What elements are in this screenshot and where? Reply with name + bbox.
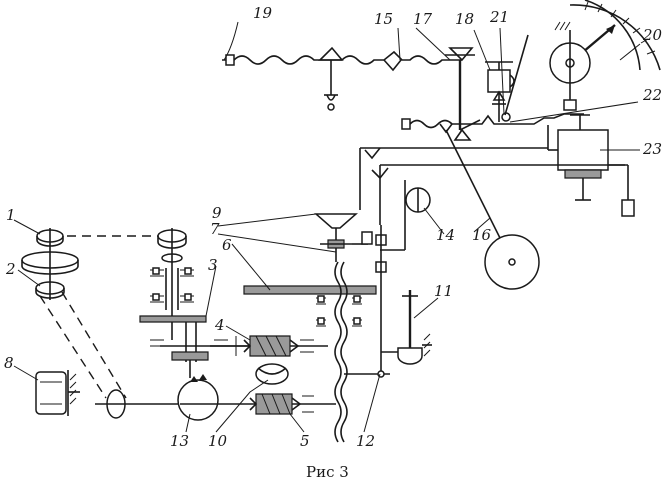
label-16: 16 <box>472 226 492 244</box>
label-21: 21 <box>489 8 509 26</box>
label-9: 9 <box>212 204 222 222</box>
label-5: 5 <box>300 432 310 450</box>
label-3: 3 <box>208 256 218 274</box>
lever-11 <box>397 290 432 365</box>
device-23 <box>547 114 635 217</box>
gauge-20 <box>549 0 661 111</box>
label-14: 14 <box>436 226 455 244</box>
couplings <box>180 335 410 415</box>
label-8: 8 <box>4 354 14 372</box>
middle-transmission <box>314 129 625 375</box>
label-10: 10 <box>208 432 228 450</box>
label-20: 20 <box>642 26 663 44</box>
leader-lines <box>13 21 641 433</box>
label-13: 13 <box>170 432 189 450</box>
label-7: 7 <box>210 220 220 238</box>
label-17: 17 <box>413 10 433 28</box>
label-12: 12 <box>356 432 375 450</box>
label-1: 1 <box>6 206 16 224</box>
figure-caption: Рис 3 <box>306 463 349 481</box>
central-shaft <box>243 261 377 443</box>
label-6: 6 <box>222 236 232 254</box>
label-18: 18 <box>455 10 474 28</box>
label-4: 4 <box>214 316 225 334</box>
label-11: 11 <box>434 282 453 300</box>
left-assembly <box>21 228 250 421</box>
label-19: 19 <box>253 4 273 22</box>
label-15: 15 <box>374 10 393 28</box>
top-linkage <box>222 34 584 141</box>
part-labels: 19 15 17 18 21 20 22 23 9 7 6 3 4 1 2 8 … <box>4 4 663 450</box>
label-23: 23 <box>642 140 662 158</box>
label-22: 22 <box>642 86 662 104</box>
label-2: 2 <box>5 260 16 278</box>
